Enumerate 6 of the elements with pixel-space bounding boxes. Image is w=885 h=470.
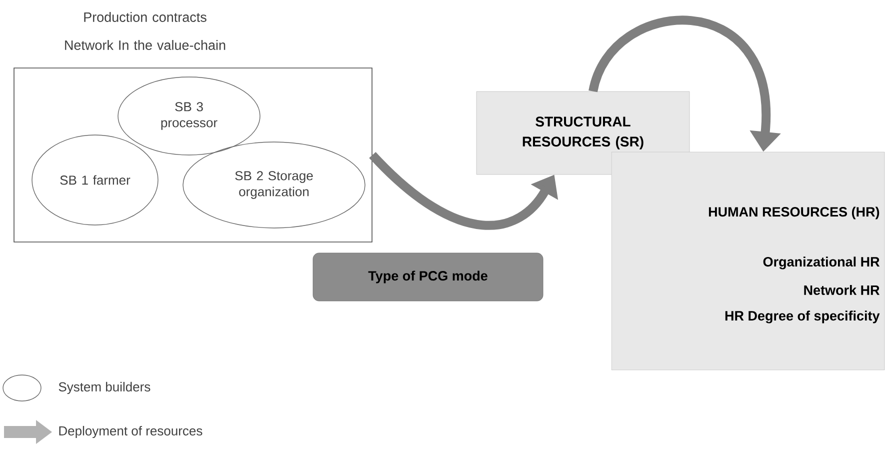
- legend-label: Deployment of resources: [59, 426, 202, 438]
- legend-label: System builders: [58, 382, 150, 394]
- resource-box: HUMAN RESOURCES (HR) Organizational HR Network HR HR Degree of specificity: [611, 152, 885, 370]
- resource-box: STRUCTURAL RESOURCES (SR): [476, 91, 690, 175]
- node-label: Production contracts Network In the value-chain: [65, 12, 226, 50]
- mode-box: Type of PCG mode: [312, 252, 544, 302]
